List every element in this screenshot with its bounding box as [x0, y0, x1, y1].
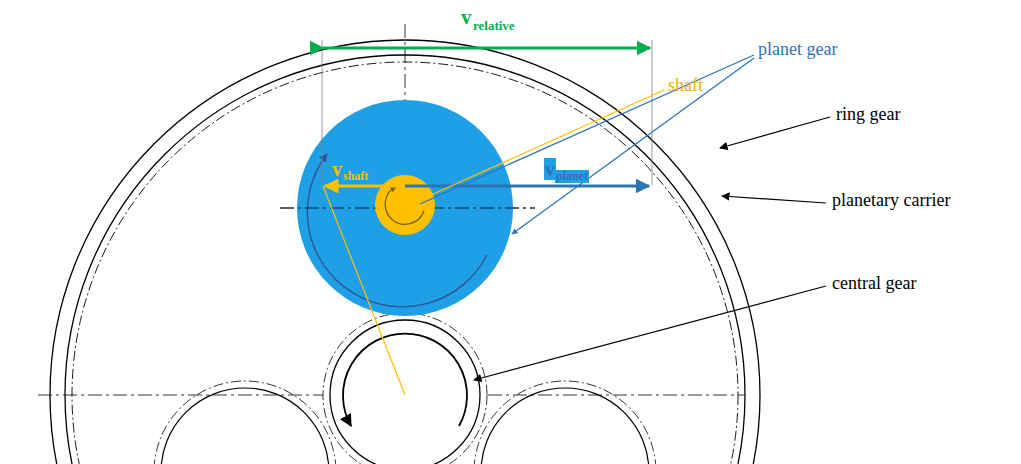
planet-gear — [280, 100, 535, 316]
central-gear — [323, 313, 487, 464]
shaft-velocity-arrow — [325, 185, 405, 188]
relative-velocity-arrow — [323, 47, 650, 50]
carrier-leader — [722, 196, 826, 203]
shaft — [375, 175, 435, 235]
part-label: ring gear — [836, 105, 900, 125]
central-leader — [474, 286, 826, 380]
planet-leader — [512, 58, 754, 234]
velocity-subscript: planet — [555, 170, 589, 183]
radius-line — [323, 186, 405, 395]
ring-leader — [720, 117, 830, 148]
part-label: shaft — [668, 76, 703, 96]
velocity-subscript: relative — [473, 19, 515, 33]
ring-gear — [50, 40, 760, 464]
planet-velocity-arrow — [405, 185, 649, 188]
part-label: planetary carrier — [832, 191, 950, 211]
velocity-symbol: v — [461, 6, 472, 29]
velocity-symbol: v — [332, 158, 342, 180]
velocity-subscript: shaft — [343, 170, 368, 183]
part-label: central gear — [832, 274, 916, 294]
planet-leader — [420, 55, 754, 204]
velocity-guides — [322, 40, 652, 185]
shaft-leader — [418, 90, 664, 201]
part-label: planet gear — [758, 40, 837, 60]
